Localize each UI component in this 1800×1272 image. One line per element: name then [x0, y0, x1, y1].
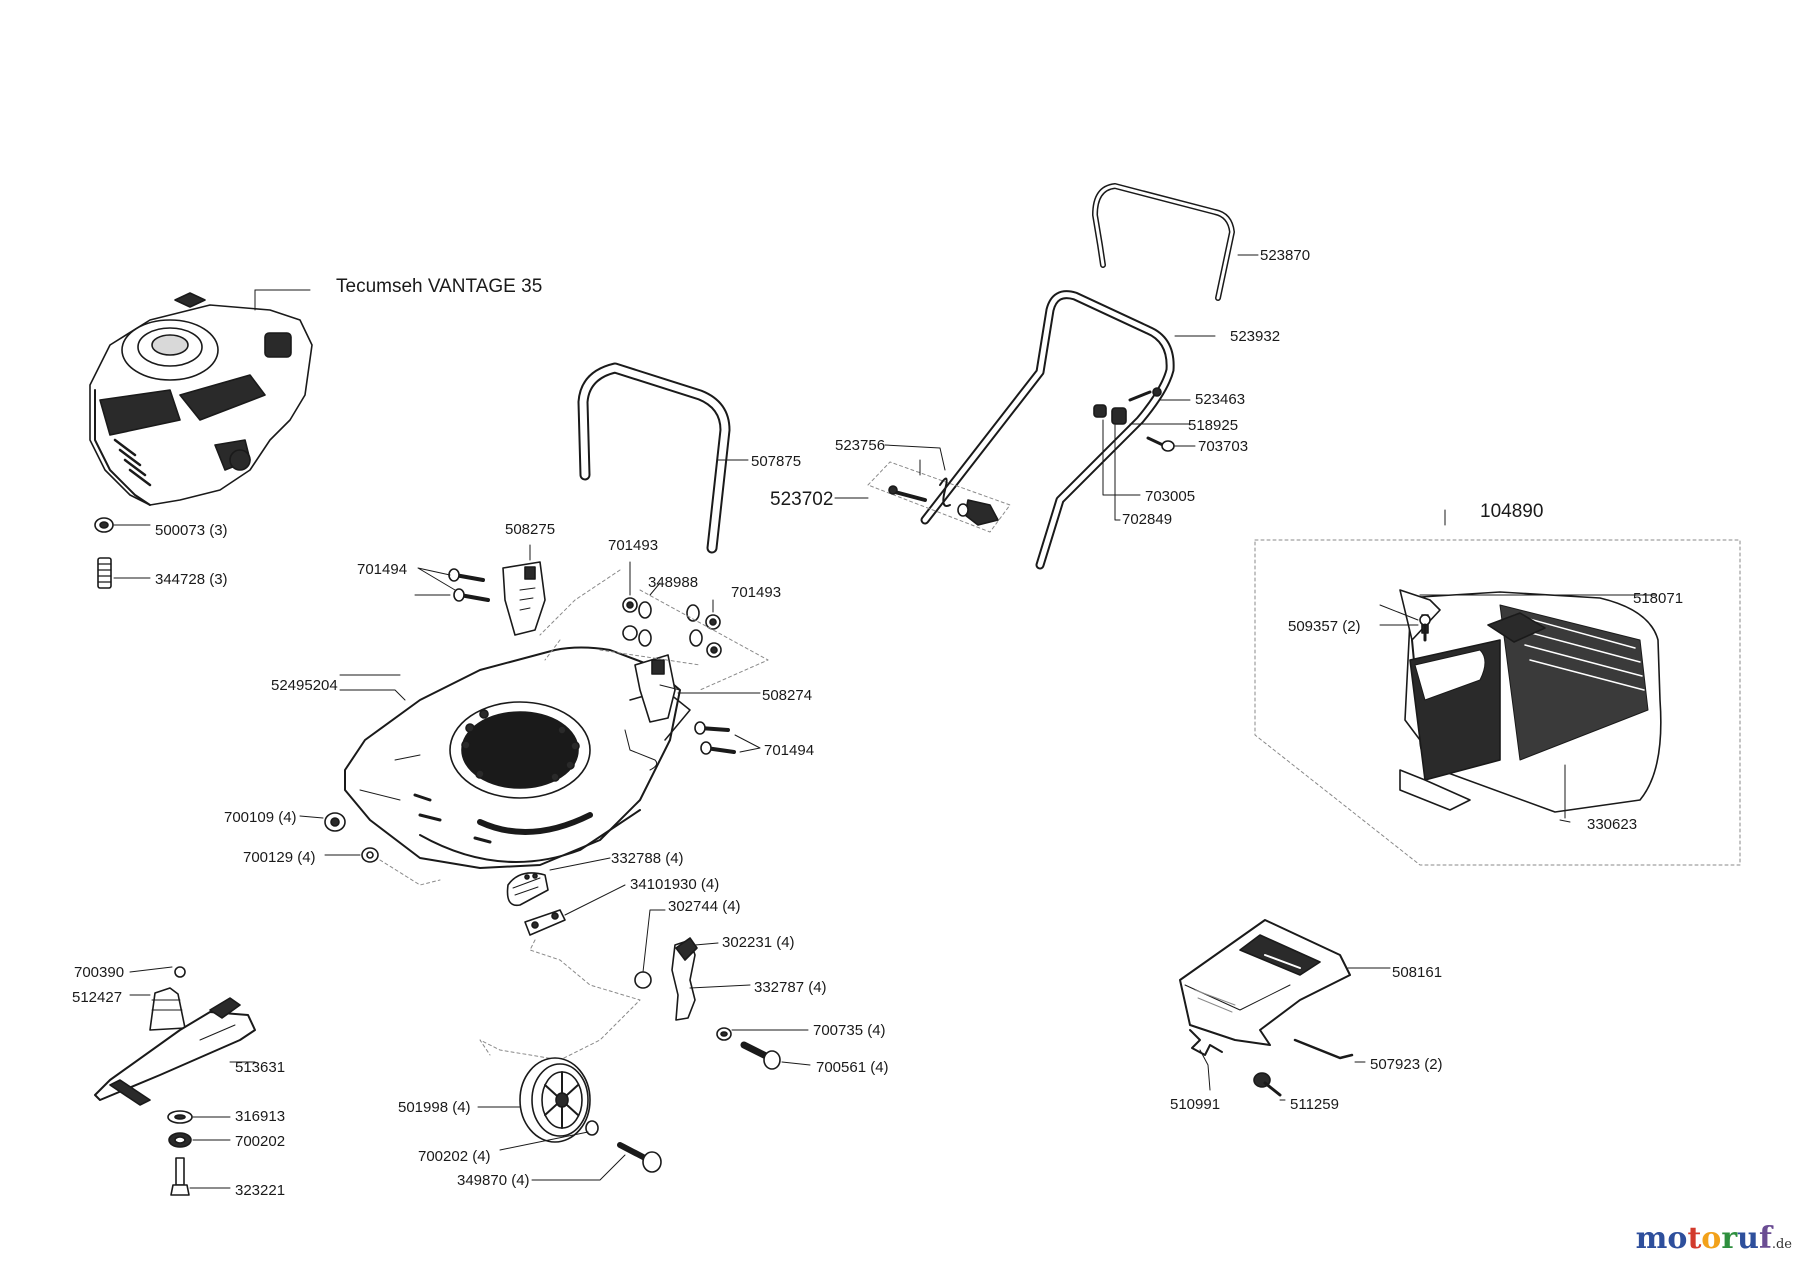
logo-letter: m [1635, 1221, 1668, 1256]
axle-bolt-349870-icon [531, 1142, 662, 1181]
mower-deck-52495204 [339, 646, 691, 869]
screw-511259-icon [1253, 1072, 1286, 1101]
part-label-700109: 700109 (4) [224, 809, 297, 826]
part-label-702849: 702849 [1122, 511, 1173, 528]
logo-letter: r [1721, 1221, 1738, 1256]
part-label-518925: 518925 [1188, 417, 1239, 434]
logo-letter: f [1758, 1221, 1772, 1256]
part-label-332787: 332787 (4) [754, 979, 827, 996]
part-label-508161: 508161 [1392, 964, 1443, 981]
part-label-523702: 523702 [770, 489, 834, 510]
part-label-523463: 523463 [1195, 391, 1246, 408]
part-label-52495204: 52495204 [271, 677, 338, 694]
bolts-701494-upper [417, 567, 490, 602]
logo-letter: o [1701, 1221, 1722, 1256]
part-label-512427: 512427 [72, 989, 123, 1006]
part-label-511259: 511259 [1290, 1096, 1339, 1113]
part-label-700561: 700561 (4) [816, 1059, 889, 1076]
blade-assembly [94, 966, 256, 1196]
part-label-518071: 518071 [1633, 590, 1684, 607]
part-label-703005: 703005 [1145, 488, 1196, 505]
engine-label: Tecumseh VANTAGE 35 [336, 276, 543, 297]
part-label-701494-lower: 701494 [764, 742, 815, 759]
part-label-523870: 523870 [1260, 247, 1311, 264]
washer-700129-icon [324, 847, 379, 863]
bush-302744-icon [634, 909, 666, 989]
guide-frame-507875 [577, 362, 749, 554]
part-label-349870: 349870 (4) [457, 1172, 530, 1189]
logo-letter: o [1667, 1221, 1688, 1256]
axle-bracket-508275 [502, 561, 546, 636]
handle-bolt-kit-523702 [834, 444, 1011, 533]
upper-bail-523870 [1092, 183, 1259, 301]
nut-700109-icon [299, 812, 346, 832]
push-handle-523932 [920, 290, 1216, 570]
spring-510991-icon [1189, 1029, 1223, 1091]
part-label-523932: 523932 [1230, 328, 1281, 345]
logo-tld: .de [1771, 1237, 1792, 1252]
part-label-507923: 507923 (2) [1370, 1056, 1443, 1073]
height-lever-332787 [671, 937, 751, 1021]
washer-700202-wheel-icon [499, 1120, 599, 1151]
mulch-plug-508161 [1179, 919, 1391, 1046]
part-label-508275: 508275 [505, 521, 556, 538]
part-label-332788: 332788 (4) [611, 850, 684, 867]
logo-letter: t [1687, 1221, 1702, 1256]
spring-clip-34101930 [524, 884, 626, 936]
part-label-344728: 344728 (3) [155, 571, 228, 588]
bolts-701494-lower [694, 721, 761, 755]
part-label-700202-blade: 700202 [235, 1133, 286, 1150]
pin-507923-icon [1293, 1038, 1366, 1063]
washer-700735-icon [716, 1027, 809, 1041]
part-label-523756: 523756 [835, 437, 886, 454]
part-label-316913: 316913 [235, 1108, 286, 1125]
part-label-323221: 323221 [235, 1182, 286, 1199]
nut-500073-icon [94, 517, 151, 533]
part-label-501998: 501998 (4) [398, 1099, 471, 1116]
part-label-509357: 509357 (2) [1288, 618, 1361, 635]
screw-509357-icon [1379, 614, 1431, 642]
part-label-701493-right: 701493 [731, 584, 782, 601]
part-label-348988: 348988 [648, 574, 699, 591]
part-label-701493-left: 701493 [608, 537, 659, 554]
part-label-500073: 500073 (3) [155, 522, 228, 539]
axle-bracket-508274 [634, 654, 761, 723]
part-label-34101930: 34101930 (4) [630, 876, 720, 893]
part-label-302744: 302744 (4) [668, 898, 741, 915]
part-label-700129: 700129 (4) [243, 849, 316, 866]
logo-letter: u [1737, 1221, 1759, 1256]
part-label-508274: 508274 [762, 687, 813, 704]
engine-illustration [89, 289, 313, 506]
part-label-510991: 510991 [1170, 1096, 1221, 1113]
part-label-104890: 104890 [1480, 501, 1544, 522]
handle-clamp-hardware [1093, 387, 1196, 521]
part-label-330623: 330623 [1587, 816, 1638, 833]
part-label-507875: 507875 [751, 453, 802, 470]
part-label-513631: 513631 [235, 1059, 286, 1076]
grass-catcher-104890 [1254, 509, 1741, 866]
part-label-700735: 700735 (4) [813, 1022, 886, 1039]
bolt-700561-icon [740, 1041, 811, 1070]
part-label-703703: 703703 [1198, 438, 1249, 455]
part-label-701494-upper: 701494 [357, 561, 408, 578]
wheel-501998 [477, 1057, 591, 1143]
height-adjuster-332788 [506, 857, 611, 907]
stud-344728-icon [97, 557, 151, 589]
part-label-302231: 302231 (4) [722, 934, 795, 951]
part-label-700390: 700390 [74, 964, 125, 981]
part-label-700202-wheel: 700202 (4) [418, 1148, 491, 1165]
motoruf-logo: motoruf.de [1636, 1221, 1792, 1256]
axle-hardware-cluster [539, 561, 769, 691]
